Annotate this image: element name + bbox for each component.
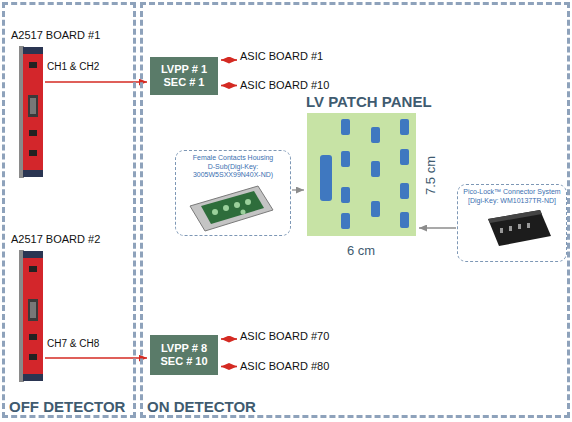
box-label: LVPP # 8 SEC # 10 (154, 342, 214, 368)
asic-board: ASIC BOARD #80 (240, 360, 329, 373)
power-cable (221, 85, 237, 87)
power-cable (45, 357, 147, 359)
dimension-label: 6 cm (347, 243, 375, 258)
power-cable (221, 338, 237, 340)
picolock-connector-picture (488, 210, 551, 246)
part-number: D-Sub(Digi-Key: 3005W5SXX99N40X-ND) (180, 163, 286, 180)
part-name: Pico-Lock™ Connector System (462, 188, 562, 197)
panel-title: LV PATCH PANEL (306, 93, 432, 110)
power-cable (221, 59, 237, 61)
power-cable (221, 366, 237, 368)
dimension-label: 7.5 cm (423, 155, 438, 194)
asic-name: ASIC BOARD #80 (240, 360, 329, 373)
pointer-arrow (292, 189, 304, 190)
board-name: A2517 BOARD #1 (11, 29, 100, 42)
asic-name: ASIC BOARD #70 (240, 330, 329, 343)
lv-patch-panel: LV PATCH PANEL (307, 113, 416, 236)
asic-name: ASIC BOARD #10 (240, 79, 329, 92)
board-illustration (19, 46, 43, 178)
board-name: A2517 BOARD #2 (11, 233, 100, 246)
connector-callout: Pico-Lock™ Connector System[Digi-Key: WM… (457, 184, 567, 262)
region-title: OFF DETECTOR (9, 398, 125, 415)
power-supply-board: A2517 BOARD #1CH1 & CH2 (20, 46, 44, 178)
asic-board: ASIC BOARD #1 (240, 50, 323, 63)
dsub-connector-picture (190, 186, 273, 231)
board-illustration (19, 250, 43, 382)
power-cable (45, 81, 147, 83)
part-number: [Digi-Key: WM10137TR-ND] (462, 197, 562, 206)
asic-name: ASIC BOARD #1 (240, 50, 323, 63)
patch-panel-box: LVPP # 8 SEC # 10 (150, 335, 218, 375)
box-label: LVPP # 1 SEC # 1 (154, 63, 214, 89)
channel-label: CH1 & CH2 (47, 61, 99, 73)
patch-panel-box: LVPP # 1 SEC # 1 (150, 57, 218, 95)
power-supply-board: A2517 BOARD #2CH7 & CH8 (20, 250, 44, 382)
panel-connectors (307, 113, 416, 236)
part-name: Female Contacts Housing (180, 154, 286, 163)
channel-label: CH7 & CH8 (47, 338, 99, 350)
asic-board: ASIC BOARD #10 (240, 79, 329, 92)
connector-callout: Female Contacts HousingD-Sub(Digi-Key: 3… (175, 150, 291, 236)
pointer-arrow (419, 227, 456, 228)
detector-region: ON DETECTOR LVPP # 1 SEC # 1 ASIC BOARD #1… (140, 2, 570, 418)
asic-board: ASIC BOARD #70 (240, 330, 329, 343)
detector-region: OFF DETECTORA2517 BOARD #1CH1 & CH2A2517… (2, 2, 136, 418)
region-title: ON DETECTOR (147, 398, 256, 415)
